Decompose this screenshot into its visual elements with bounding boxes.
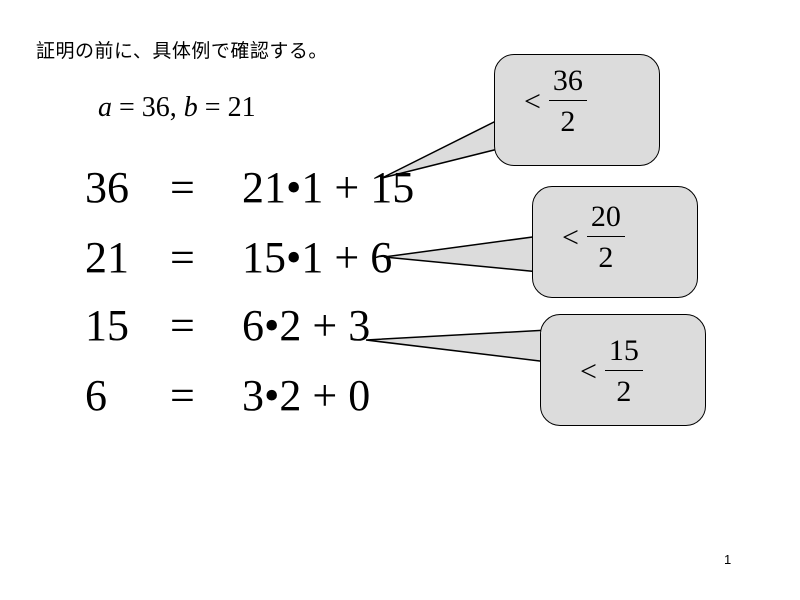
variable-a: a bbox=[98, 92, 112, 123]
equation-lhs: 21 bbox=[85, 233, 129, 282]
value-a: = 36, bbox=[112, 92, 184, 123]
fraction-numerator: 20 bbox=[586, 202, 625, 237]
fraction-denominator: 2 bbox=[616, 375, 632, 408]
equation-rhs: 6•2 + 3 bbox=[242, 301, 371, 350]
fraction-numerator: 15 bbox=[604, 336, 643, 371]
less-than-symbol: < bbox=[562, 220, 579, 254]
equation-lhs: 6 bbox=[85, 371, 107, 420]
given-values: a = 36, b = 21 bbox=[98, 92, 256, 124]
callout-2-fraction: < 20 2 bbox=[562, 202, 625, 273]
equals-sign: = bbox=[170, 163, 195, 212]
equation-rhs: 15•1 + 6 bbox=[242, 233, 393, 282]
less-than-symbol: < bbox=[524, 84, 541, 118]
callout-bubble-1 bbox=[494, 54, 660, 166]
value-b: = 21 bbox=[197, 92, 256, 123]
callout-1-fraction: < 36 2 bbox=[524, 66, 587, 137]
callout-3-fraction: < 15 2 bbox=[580, 336, 643, 407]
equation-rhs: 21•1 + 15 bbox=[242, 163, 415, 212]
fraction-denominator: 2 bbox=[560, 105, 576, 138]
equals-sign: = bbox=[170, 371, 195, 420]
slide-heading: 証明の前に、具体例で確認する。 bbox=[36, 40, 328, 62]
fraction-denominator: 2 bbox=[598, 241, 614, 274]
fraction-numerator: 36 bbox=[548, 66, 587, 101]
equation-lhs: 15 bbox=[85, 301, 129, 350]
fraction: 36 2 bbox=[548, 66, 587, 138]
callout-bubble-2 bbox=[532, 186, 698, 298]
equation-rhs: 3•2 + 0 bbox=[242, 371, 371, 420]
fraction: 15 2 bbox=[604, 336, 643, 408]
equation-lhs: 36 bbox=[85, 163, 129, 212]
variable-b: b bbox=[183, 92, 198, 123]
equals-sign: = bbox=[170, 301, 195, 350]
page-number: 1 bbox=[724, 552, 732, 567]
fraction: 20 2 bbox=[586, 202, 625, 274]
equals-sign: = bbox=[170, 233, 195, 282]
less-than-symbol: < bbox=[580, 354, 597, 388]
